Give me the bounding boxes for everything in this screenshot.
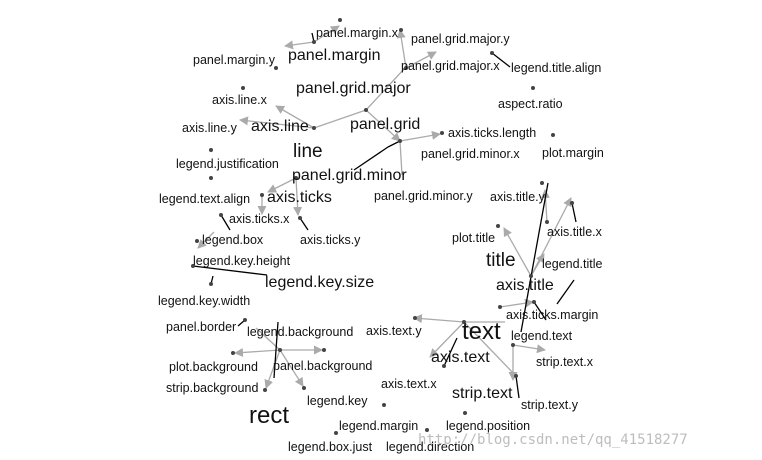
node-legend-title: legend.title xyxy=(542,257,603,271)
node-axis-text-y: axis.text.y xyxy=(366,324,422,338)
node-strip-text-x: strip.text.x xyxy=(536,355,594,369)
node-panel-background: panel.background xyxy=(273,359,372,373)
conn-axis-ticks-margin xyxy=(556,279,575,305)
conn-legend-title-align xyxy=(491,52,511,68)
edge-text-to-strip-text xyxy=(463,321,517,377)
edge-panel-grid-major-to-x xyxy=(396,29,407,69)
node-axis-ticks: axis.ticks xyxy=(267,189,332,206)
node-panel-grid-minor-x: panel.grid.minor.x xyxy=(421,147,520,161)
node-panel-grid-major: panel.grid.major xyxy=(296,80,411,97)
node-panel-margin-x: panel.margin.x xyxy=(316,26,399,40)
node-panel-grid: panel.grid xyxy=(350,116,420,133)
edge-text-to-axis-title xyxy=(499,298,534,308)
watermark: http://blog.csdn.net/qq_41518277 xyxy=(418,432,688,448)
node-legend-background: legend.background xyxy=(247,325,353,339)
edge-panel-grid-to-minor-y xyxy=(399,140,403,176)
node-legend-key-width: legend.key.width xyxy=(158,294,250,308)
node-line: line xyxy=(293,141,323,162)
conn-strip-text-y xyxy=(515,375,520,399)
node-strip-text: strip.text xyxy=(452,385,513,402)
node-axis-ticks-x: axis.ticks.x xyxy=(229,212,290,226)
node-panel-border: panel.border xyxy=(166,320,236,334)
conn-axis-title-x xyxy=(571,202,577,223)
node-axis-title: axis.title xyxy=(496,277,554,294)
node-legend-text: legend.text xyxy=(511,329,573,343)
edge-rect-to-plot-background xyxy=(234,347,281,357)
edge-rect-to-legend-key xyxy=(279,349,304,387)
node-legend-key-height: legend.key.height xyxy=(193,254,291,268)
conn-axis-text-x xyxy=(443,337,458,367)
node-strip-text-y: strip.text.y xyxy=(521,398,579,412)
node-legend-title-align: legend.title.align xyxy=(511,61,601,75)
node-points xyxy=(191,18,574,435)
node-axis-text-x: axis.text.x xyxy=(381,377,437,391)
node-axis-title-x: axis.title.x xyxy=(547,225,603,239)
node-axis-text: axis.text xyxy=(431,349,490,366)
conn-axis-ticks-x xyxy=(220,214,231,231)
conn-axis-title-y xyxy=(520,182,549,333)
node-legend-box-just: legend.box.just xyxy=(288,440,373,454)
edge-major-to-grid xyxy=(365,109,401,142)
node-panel-margin-y: panel.margin.y xyxy=(193,53,276,67)
node-axis-ticks-length: axis.ticks.length xyxy=(448,126,536,140)
node-plot-title: plot.title xyxy=(452,231,495,245)
leaf-connector-edges xyxy=(192,32,577,399)
edge-title-to-plot-title xyxy=(503,227,532,277)
node-labels: panel.margin.x panel.margin.y panel.marg… xyxy=(158,26,604,454)
node-panel-grid-major-y: panel.grid.major.y xyxy=(411,32,510,46)
node-axis-line: axis.line xyxy=(251,118,309,135)
edge-text-to-axis-text-y xyxy=(413,314,465,324)
node-text: text xyxy=(462,318,501,345)
node-axis-line-x: axis.line.x xyxy=(212,93,268,107)
node-legend-key-size: legend.key.size xyxy=(265,274,374,291)
edge-rect-to-strip-background xyxy=(264,349,281,389)
edge-panel-margin-to-panel-margin-y xyxy=(284,40,315,50)
edge-text-to-axis-text xyxy=(429,321,465,358)
node-axis-title-y: axis.title.y xyxy=(490,190,546,204)
edge-axis-title-to-legend-title xyxy=(530,253,545,277)
edge-line-to-axis-ticks xyxy=(267,177,297,193)
edge-axis-line-to-axis-line-y xyxy=(239,116,315,129)
conn-legend-key-size xyxy=(192,265,268,276)
node-strip-background: strip.background xyxy=(166,381,258,395)
node-plot-background: plot.background xyxy=(169,360,258,374)
edge-axis-line-to-axis-line-x xyxy=(275,105,315,129)
node-legend-key: legend.key xyxy=(307,394,368,408)
edge-line-to-axis-ticks-y xyxy=(293,177,303,216)
node-legend-margin: legend.margin xyxy=(339,419,418,433)
node-rect: rect xyxy=(249,402,289,429)
edge-panel-margin-to-panel-margin-x xyxy=(313,25,340,43)
conn-legend-text xyxy=(533,301,547,321)
edge-panel-grid-major-to-panel-grid-major-y xyxy=(405,51,437,69)
node-legend-position: legend.position xyxy=(446,419,530,433)
edge-panel-grid-major-link xyxy=(365,67,406,111)
node-plot-margin: plot.margin xyxy=(542,146,604,160)
node-legend-box: legend.box xyxy=(202,233,264,247)
node-panel-grid-minor: panel.grid.minor xyxy=(292,167,407,184)
conn-axis-ticks-y xyxy=(299,217,309,231)
conn-panel-grid-minor xyxy=(353,146,389,171)
node-legend-justification: legend.justification xyxy=(176,157,279,171)
conn-panel-grid xyxy=(387,140,401,148)
node-axis-ticks-margin: axis.ticks.margin xyxy=(506,308,598,322)
node-axis-ticks-y: axis.ticks.y xyxy=(300,233,361,247)
node-panel-margin: panel.margin xyxy=(288,47,381,64)
edge-panel-grid-to-minor-x xyxy=(399,130,441,142)
edge-line-to-panel-grid-major xyxy=(313,109,367,129)
node-legend-direction: legend.direction xyxy=(386,440,474,454)
inheritance-edges xyxy=(197,25,572,389)
edge-strip-text-to-strip-text-x xyxy=(512,344,546,354)
node-panel-grid-major-x: panel.grid.major.x xyxy=(401,59,500,73)
node-panel-grid-minor-y: panel.grid.minor.y xyxy=(374,189,473,203)
conn-rect xyxy=(273,321,279,379)
node-aspect-ratio: aspect.ratio xyxy=(498,97,563,111)
edge-legend-box-link xyxy=(197,231,215,249)
node-legend-text-align: legend.text.align xyxy=(159,192,250,206)
node-axis-line-y: axis.line.y xyxy=(182,121,238,135)
node-title: title xyxy=(486,250,516,271)
